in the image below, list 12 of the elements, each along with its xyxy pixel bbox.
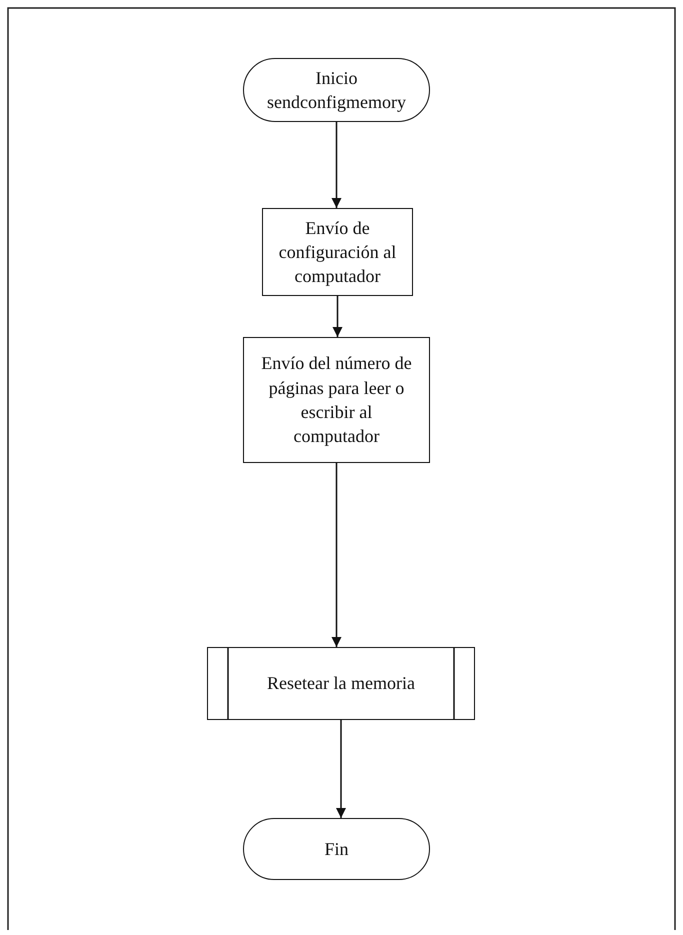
node-label: Resetear la memoria <box>267 672 415 696</box>
node-label: Envío del número de páginas para leer o escribir al computador <box>260 352 413 448</box>
arrow <box>332 122 342 208</box>
node-label: Fin <box>324 838 348 861</box>
subprocess-box <box>207 647 475 720</box>
node-label: Envío de configuración al computador <box>278 216 398 288</box>
arrow <box>336 720 346 818</box>
arrow <box>332 296 342 337</box>
node-label: Inicio sendconfigmemory <box>266 66 407 114</box>
process-box <box>243 337 430 463</box>
process-box <box>262 208 413 296</box>
arrow <box>332 463 342 647</box>
